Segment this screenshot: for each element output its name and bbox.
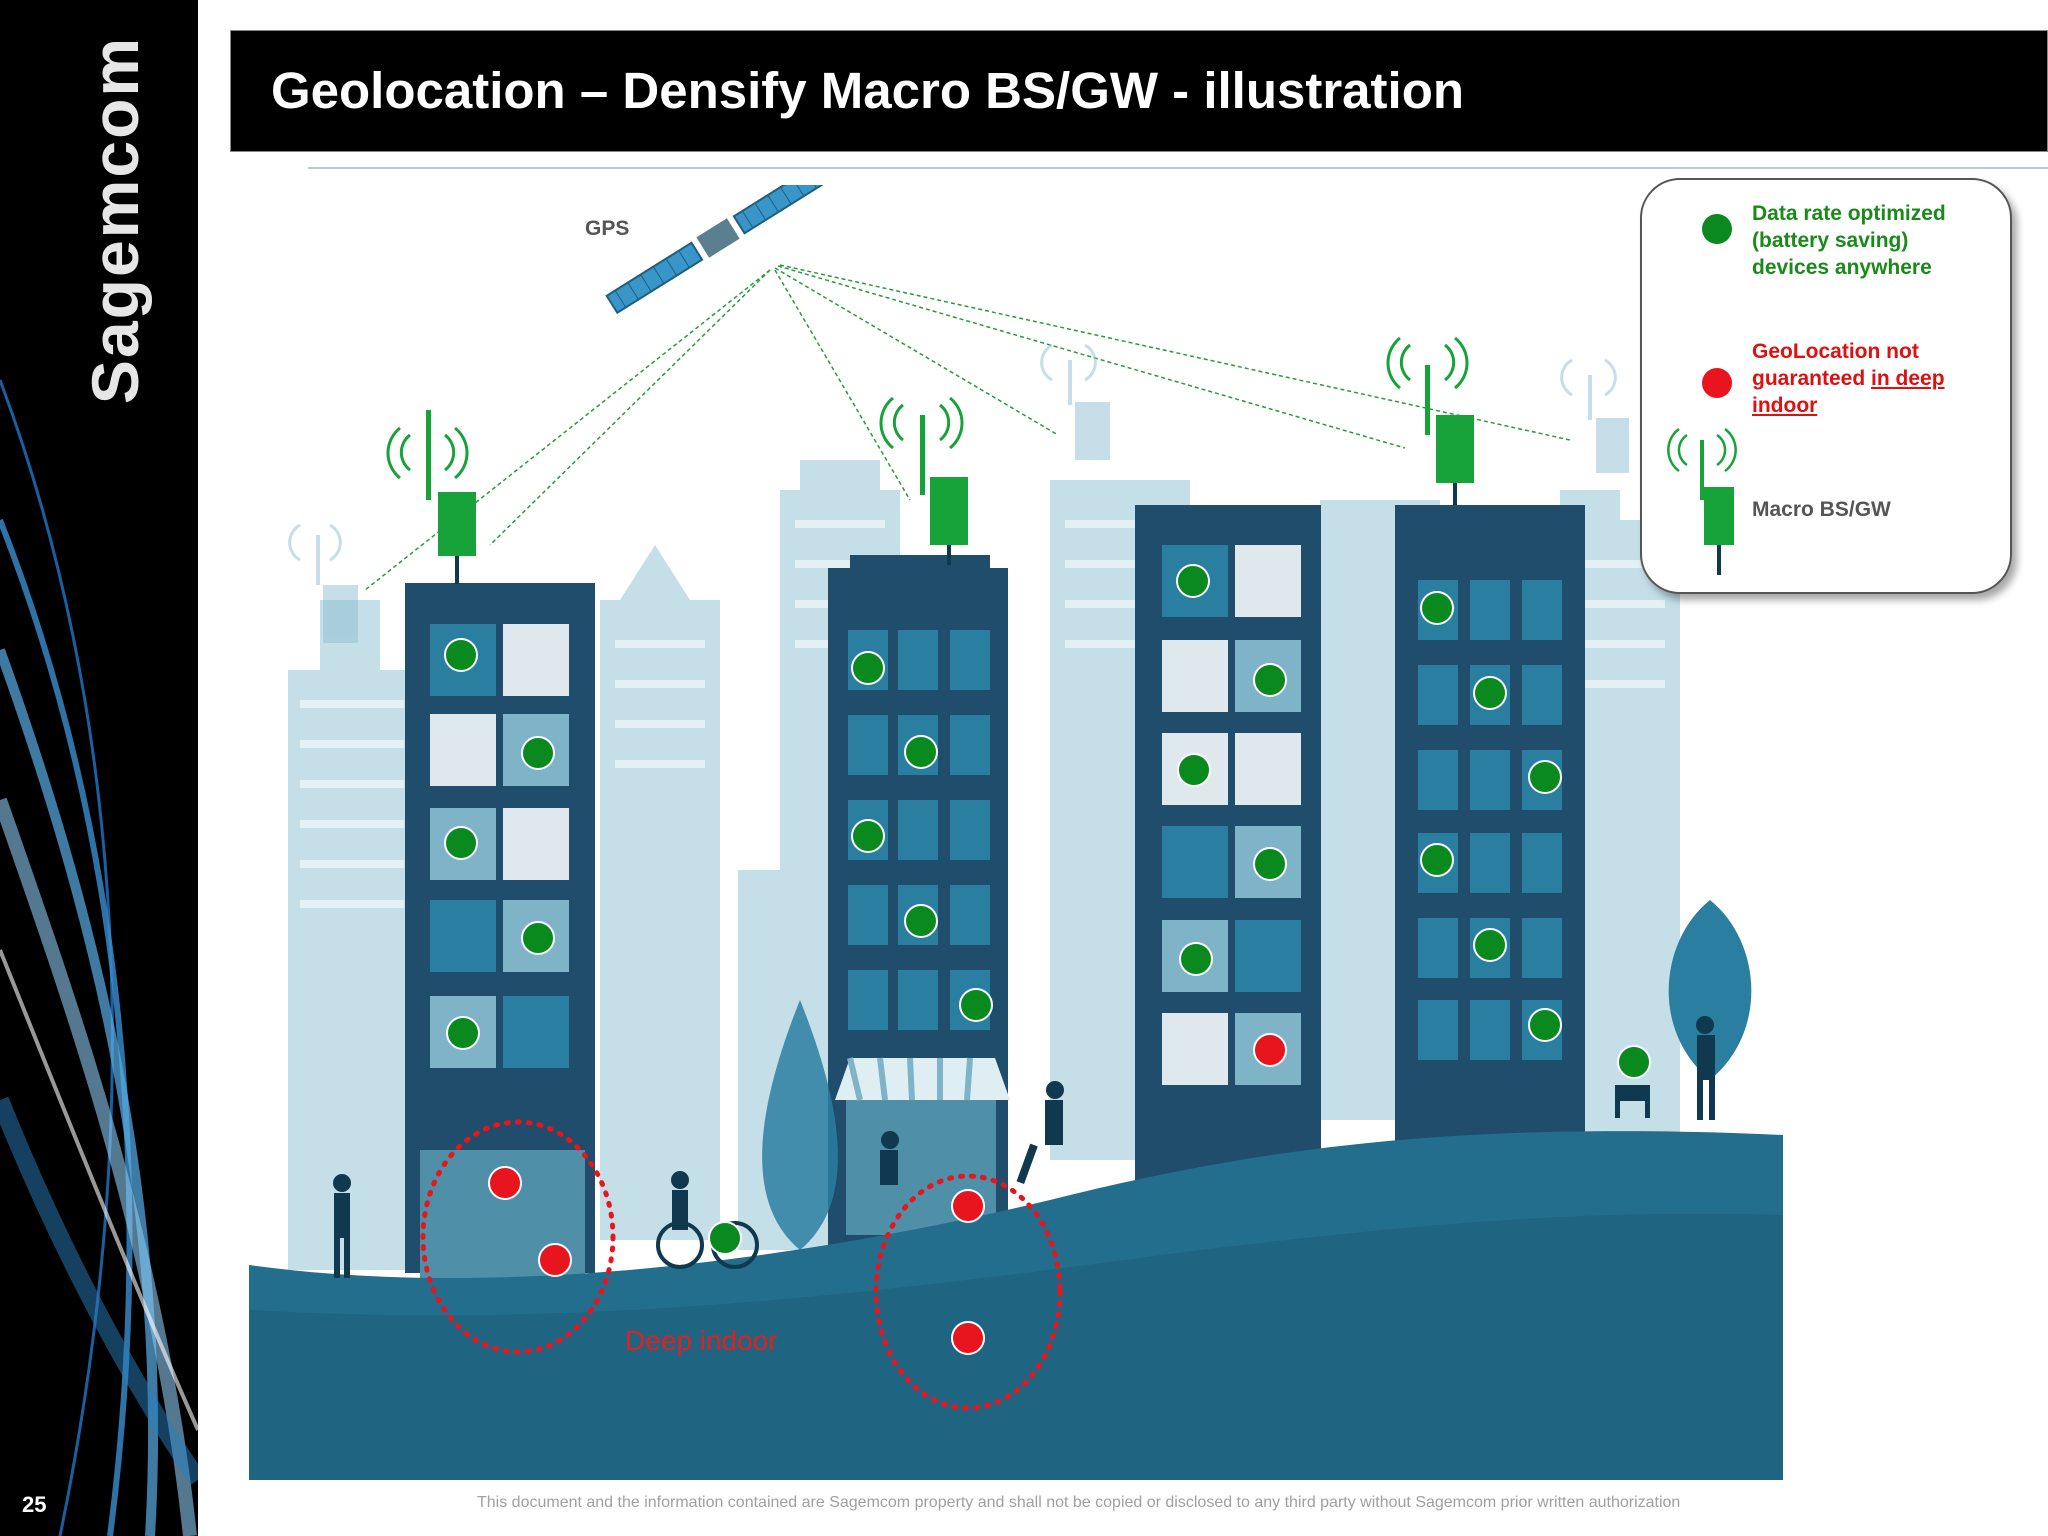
trees [762, 900, 1752, 1250]
gps-label: GPS [585, 217, 630, 240]
green-dot [446, 1016, 480, 1050]
antenna-icon [386, 410, 476, 584]
legend-macro-label: Macro BS/GW [1752, 498, 1891, 521]
green-dot [444, 638, 478, 672]
green-device-dots [444, 564, 1651, 1255]
page-number: 25 [22, 1492, 47, 1517]
legend-green-text: Data rate optimized (battery saving) dev… [1752, 200, 1946, 281]
legend-red-line2-plain: guaranteed [1752, 367, 1872, 390]
green-dot [521, 921, 555, 955]
deep-indoor-label: Deep indoor [625, 1325, 778, 1356]
deep-indoor-markers [420, 1119, 1063, 1411]
legend-green-line1: Data rate optimized [1752, 202, 1946, 225]
green-dot [1177, 753, 1211, 787]
red-dot [538, 1243, 572, 1277]
background-window-grid [300, 520, 1665, 908]
antennas [288, 336, 1629, 643]
antenna-icon [879, 396, 968, 565]
green-dot [708, 1221, 742, 1255]
shop-awning [835, 1057, 1010, 1101]
sidebar-swoosh-graphic [0, 379, 198, 1536]
red-dot [951, 1321, 985, 1355]
green-dot [1528, 1008, 1562, 1042]
green-dot [904, 904, 938, 938]
sidebar: Sagemcom 25 [0, 0, 198, 1536]
green-dot [1176, 564, 1210, 598]
legend-green-line3: devices anywhere [1752, 256, 1932, 279]
green-dot [851, 819, 885, 853]
title-underline [308, 167, 2048, 169]
legend-red-text: GeoLocation not guaranteed in deep indoo… [1752, 338, 1945, 419]
legend-box: Data rate optimized (battery saving) dev… [1640, 178, 2012, 594]
red-dot [488, 1166, 522, 1200]
green-dot [1253, 663, 1287, 697]
red-device-dots [488, 1033, 1287, 1355]
green-dot [851, 651, 885, 685]
green-dot [904, 735, 938, 769]
people-silhouettes [333, 1016, 1715, 1278]
green-dot [1420, 591, 1454, 625]
footer-disclaimer: This document and the information contai… [477, 1494, 1681, 1511]
green-dot [444, 826, 478, 860]
legend-red-dot [1702, 368, 1732, 398]
antenna-icon [1560, 358, 1629, 473]
deep-indoor-ellipse [420, 1119, 616, 1355]
sagemcom-logo: Sagemcom [45, 36, 185, 404]
page-title: Geolocation – Densify Macro BS/GW - illu… [271, 62, 1464, 119]
green-dot [1420, 843, 1454, 877]
legend-green-dot [1702, 214, 1732, 244]
green-dot [959, 988, 993, 1022]
green-dot [1253, 847, 1287, 881]
green-dot [521, 736, 555, 770]
legend-red-line3: indoor [1752, 394, 1818, 417]
antenna-icon [288, 523, 358, 643]
gps-signal-lines [364, 264, 1571, 591]
green-dot [1473, 928, 1507, 962]
city-illustration [249, 185, 1783, 1480]
title-bar: Geolocation – Densify Macro BS/GW - illu… [230, 30, 2048, 152]
antenna-icon [1040, 343, 1110, 460]
satellite-icon [605, 185, 831, 315]
antenna-icon [1386, 336, 1474, 505]
green-dot [1617, 1045, 1651, 1079]
deep-indoor-ellipse [873, 1173, 1063, 1411]
red-dot [951, 1189, 985, 1223]
legend-red-line2-underlined: in deep [1871, 367, 1945, 390]
green-dot [1473, 676, 1507, 710]
red-dot [1253, 1033, 1287, 1067]
legend-red-line2: guaranteed in deep [1752, 365, 1945, 392]
logo-text: Sagemcom [78, 35, 152, 405]
legend-red-line1: GeoLocation not [1752, 340, 1919, 363]
legend-antenna-icon [1667, 427, 1737, 575]
green-dot [1179, 942, 1213, 976]
legend-green-line2: (battery saving) [1752, 229, 1909, 252]
green-dot [1528, 760, 1562, 794]
